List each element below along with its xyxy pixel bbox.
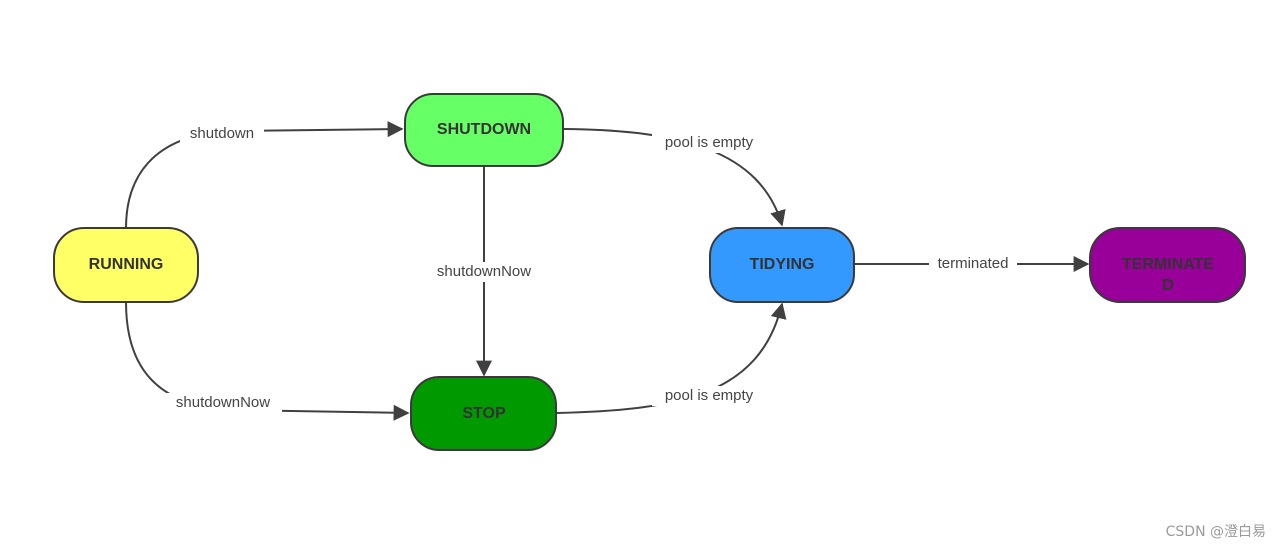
edge-label-terminated: terminated [929,254,1017,274]
node-stop: STOP [410,376,557,451]
svg-text:shutdown: shutdown [190,125,254,142]
svg-text:TIDYING: TIDYING [750,256,815,273]
svg-text:STOP: STOP [462,405,506,422]
watermark: CSDN @澄白易 [1165,524,1266,540]
node-tidying: TIDYING [709,227,855,303]
edge-label-shutdown-shutdownnow: shutdownNow [425,262,543,282]
edge-label-pool-empty-top: pool is empty [652,133,766,153]
node-running: RUNNING [53,227,199,303]
svg-text:shutdownNow: shutdownNow [437,263,531,280]
edge-label-running-shutdownnow: shutdownNow [164,393,282,413]
svg-text:pool is empty: pool is empty [665,387,754,404]
svg-text:RUNNING: RUNNING [89,256,164,273]
svg-text:terminated: terminated [938,255,1009,272]
edge-label-pool-empty-bottom: pool is empty [652,386,766,406]
svg-text:SHUTDOWN: SHUTDOWN [437,121,531,138]
svg-text:D: D [1162,277,1174,294]
svg-text:shutdownNow: shutdownNow [176,394,270,411]
svg-text:pool is empty: pool is empty [665,134,754,151]
svg-text:TERMINATE: TERMINATE [1122,256,1214,273]
node-shutdown: SHUTDOWN [404,93,564,167]
edge-label-shutdown: shutdown [180,124,264,144]
node-terminated: TERMINATE D [1089,227,1246,303]
